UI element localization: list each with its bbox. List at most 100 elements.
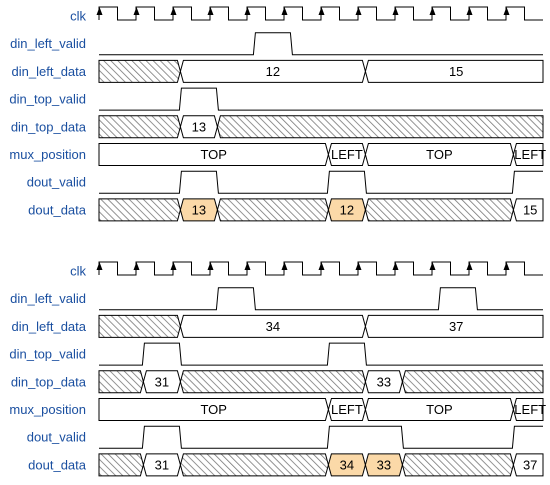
signal-row-din-top-valid: din_top_valid [9,342,543,366]
signal-row-din-top-valid: din_top_valid [9,87,543,111]
bus-value-label: TOP [200,147,227,162]
bus-undefined-segment [179,453,329,477]
bus-value-label: 31 [155,457,169,472]
clock-edge-arrow [503,262,510,270]
clock-edge-arrow [466,262,473,270]
bus-value-label: 15 [523,202,537,217]
clock-waveform [98,6,543,21]
bus-value-label: 37 [523,457,537,472]
bus-value-label: LEFT [514,402,546,417]
clock-edge-arrow [133,7,140,15]
bit-waveform [99,342,543,366]
clock-edge-arrow [318,262,325,270]
bus-undefined-segment [401,370,544,394]
bus-undefined-segment [98,453,144,477]
clock-edge-arrow [429,7,436,15]
signal-label: mux_position [9,147,86,162]
signal-row-clk: clk [70,261,543,279]
signal-label: din_left_data [12,64,87,79]
signal-row-dout-valid: dout_valid [27,425,543,449]
bus-undefined-segment [179,370,366,394]
bus-value-label: TOP [426,402,453,417]
bus-value-segment [364,314,544,338]
signal-row-dout-valid: dout_valid [27,170,543,194]
bus-value-label: 37 [449,319,463,334]
bus-value-label: 13 [192,119,206,134]
bus-value-label: 34 [340,457,354,472]
bus-undefined-segment [364,198,514,222]
bus-value-segment [512,398,544,421]
diagrams-root: clk din_left_valid din_left_data 12 15 din_to… [9,6,546,477]
clock-edge-arrow [207,7,214,15]
signal-row-dout-data: dout_data 13 12 15 [28,198,544,222]
bus-value-label: LEFT [331,147,363,162]
clock-edge-arrow [170,7,177,15]
bit-waveform [99,87,543,111]
bus-undefined-segment [98,59,181,83]
signal-row-din-left-valid: din_left_valid [10,287,543,311]
bus-undefined-segment [98,115,181,139]
bus-undefined-segment [98,314,181,338]
bus-value-segment [512,143,544,166]
bus-value-segment [364,59,544,83]
clock-edge-arrow [207,262,214,270]
clock-edge-arrow [244,7,251,15]
signal-row-din-left-data: din_left_data 12 15 [12,59,544,83]
bus-value-label: TOP [426,147,453,162]
bus-value-label: TOP [200,402,227,417]
signal-label: clk [70,264,86,279]
bus-value-label: 33 [377,374,391,389]
clock-edge-arrow [244,262,251,270]
clock-edge-arrow [96,7,103,15]
bus-value-segment [512,453,544,477]
clock-edge-arrow [318,7,325,15]
clock-edge-arrow [429,262,436,270]
signal-label: dout_data [28,457,87,472]
signal-row-clk: clk [70,6,543,24]
signal-row-din-top-data: din_top_data 31 33 [11,370,544,394]
signal-row-dout-data: dout_data 31 34 33 37 [28,453,544,477]
clock-waveform [98,261,543,276]
clock-edge-arrow [466,7,473,15]
bit-waveform [99,287,543,311]
signal-label: clk [70,9,86,24]
signal-label: dout_data [28,202,87,217]
bus-undefined-segment [216,198,329,222]
signal-label: din_left_valid [10,291,86,306]
bus-value-label: 12 [266,64,280,79]
clock-edge-arrow [96,262,103,270]
signal-label: din_top_data [11,119,87,134]
signal-row-din-left-valid: din_left_valid [10,32,543,56]
signal-label: din_top_valid [9,347,86,362]
clock-edge-arrow [503,7,510,15]
signal-label: din_top_valid [9,92,86,107]
clock-edge-arrow [355,262,362,270]
bit-waveform [99,170,543,194]
bus-value-label: 31 [155,374,169,389]
signal-label: din_top_data [11,374,87,389]
clock-edge-arrow [170,262,177,270]
signal-label: dout_valid [27,175,86,190]
signal-label: mux_position [9,402,86,417]
bus-value-label: 15 [449,64,463,79]
bus-undefined-segment [98,198,181,222]
signal-row-din-top-data: din_top_data 13 [11,115,544,139]
bus-value-label: 13 [192,202,206,217]
clock-edge-arrow [355,7,362,15]
signal-label: din_left_valid [10,36,86,51]
signal-label: din_left_data [12,319,87,334]
bit-waveform [99,425,543,449]
bus-undefined-segment [98,370,144,394]
bit-waveform [99,32,543,56]
bus-undefined-segment [401,453,514,477]
signal-label: dout_valid [27,430,86,445]
bus-value-label: 12 [340,202,354,217]
bus-value-label: 33 [377,457,391,472]
clock-edge-arrow [392,262,399,270]
clock-edge-arrow [392,7,399,15]
